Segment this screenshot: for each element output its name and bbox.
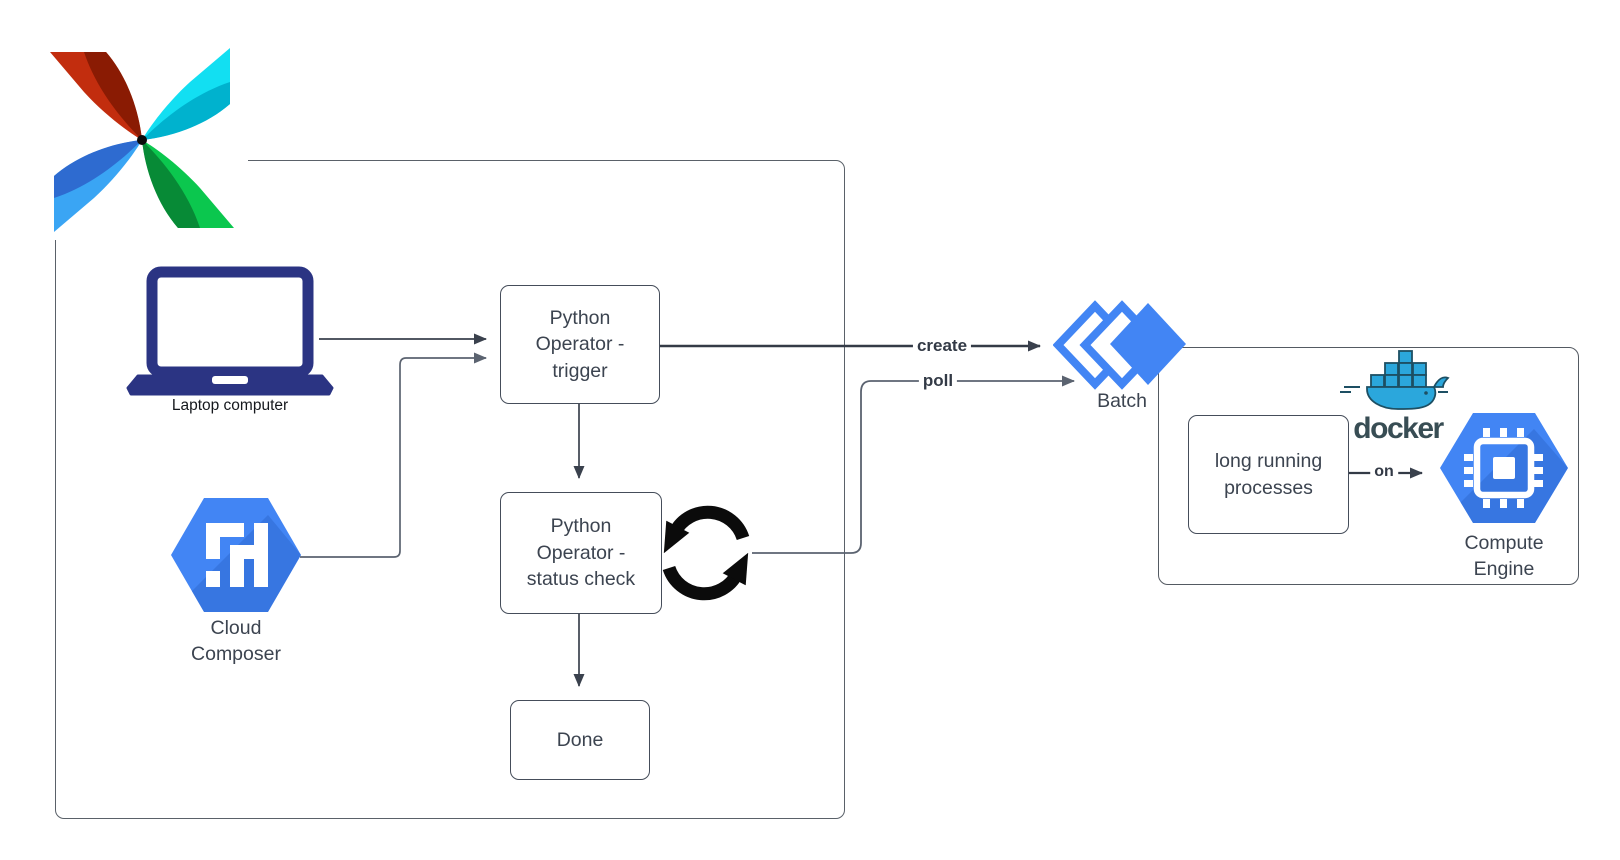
cloud-composer-icon bbox=[171, 498, 301, 612]
edge-on-label: on bbox=[1370, 463, 1398, 481]
refresh-loop-icon bbox=[662, 505, 750, 601]
node-long-running-processes: long running processes bbox=[1188, 415, 1349, 534]
batch-label: Batch bbox=[1097, 390, 1147, 412]
compute-engine-icon bbox=[1440, 413, 1568, 523]
edge-composer-to-trigger bbox=[300, 352, 487, 558]
airflow-logo-icon bbox=[30, 14, 248, 240]
laptop-icon bbox=[126, 266, 334, 396]
node-long-running-label: long running processes bbox=[1214, 450, 1323, 499]
node-trigger-label: Python Operator - trigger bbox=[535, 306, 625, 382]
compute-engine-label: Compute Engine bbox=[1464, 532, 1544, 580]
composer-label: Cloud Composer bbox=[191, 617, 281, 665]
node-status-check-label: Python Operator - status check bbox=[526, 515, 636, 591]
edge-create-label: create bbox=[912, 336, 972, 356]
node-done-label: Done bbox=[556, 728, 604, 751]
batch-compute-container-box bbox=[1158, 347, 1579, 585]
chip-glyph bbox=[1464, 428, 1543, 508]
node-python-operator-trigger: Python Operator - trigger bbox=[500, 285, 660, 404]
airflow-dag-container-box bbox=[55, 160, 845, 819]
edge-poll-line bbox=[752, 375, 1075, 554]
node-python-operator-status-check: Python Operator - status check bbox=[500, 492, 662, 614]
docker-whale-icon bbox=[1340, 350, 1450, 410]
node-done: Done bbox=[510, 700, 650, 780]
edge-poll-label: poll bbox=[918, 371, 958, 391]
docker-wordmark: docker bbox=[1353, 412, 1444, 445]
laptop-label: Laptop computer bbox=[171, 397, 289, 414]
batch-icon bbox=[1053, 300, 1186, 390]
